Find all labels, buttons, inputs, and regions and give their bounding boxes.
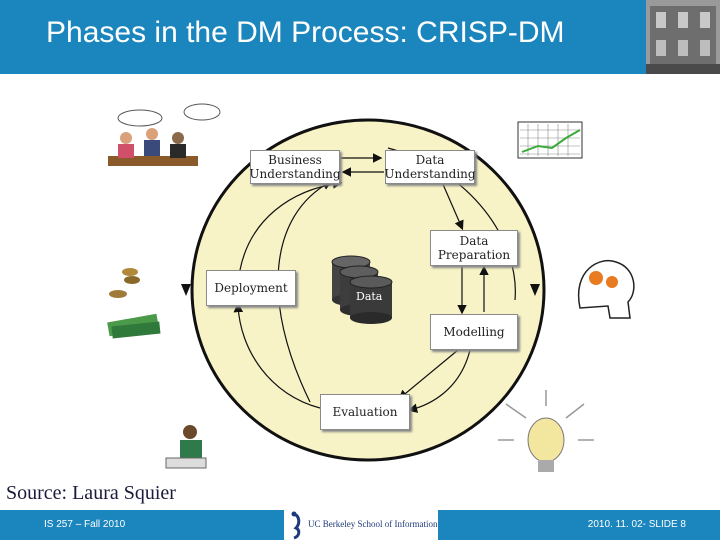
inner-cycle-arc-left bbox=[233, 302, 321, 409]
phase-label: Evaluation bbox=[332, 405, 398, 419]
phase-data-understanding: Data Understanding bbox=[384, 150, 476, 184]
inner-cycle-arc-right bbox=[407, 349, 471, 413]
logo-text: UC Berkeley School of Information bbox=[308, 519, 438, 529]
footer-bar: IS 257 – Fall 2010 UC Berkeley School of… bbox=[0, 510, 720, 540]
ucb-logo: UC Berkeley School of Information bbox=[284, 510, 438, 540]
person-writing-icon bbox=[165, 425, 207, 469]
chart-icon bbox=[517, 121, 583, 159]
crisp-dm-diagram bbox=[107, 103, 635, 472]
phase-data-preparation: Data Preparation bbox=[430, 230, 518, 266]
course-label: IS 257 – Fall 2010 bbox=[44, 519, 126, 530]
lightbulb-icon bbox=[498, 390, 594, 472]
phase-label: Business bbox=[268, 153, 322, 167]
phase-label: Understanding bbox=[384, 167, 476, 181]
slide-title: Phases in the DM Process: CRISP-DM bbox=[46, 16, 565, 49]
database-icon bbox=[331, 255, 393, 324]
phase-deployment: Deployment bbox=[206, 270, 296, 306]
phase-evaluation: Evaluation bbox=[320, 394, 410, 430]
phase-label: Deployment bbox=[214, 281, 288, 295]
source-caption: Source: Laura Squier bbox=[6, 482, 176, 504]
money-bills-icon bbox=[107, 313, 161, 339]
phase-business-understanding: Business Understanding bbox=[249, 150, 341, 184]
ucb-logo-icon bbox=[291, 511, 301, 540]
database-label: Data bbox=[356, 290, 383, 303]
building-photo bbox=[646, 0, 720, 74]
phase-label: Data bbox=[415, 153, 445, 167]
phase-label: Understanding bbox=[249, 167, 341, 181]
meeting-people-icon bbox=[108, 103, 221, 166]
coins-icon bbox=[109, 268, 140, 298]
head-gears-icon bbox=[577, 260, 635, 319]
slide-number: 2010. 11. 02- SLIDE 8 bbox=[587, 519, 686, 530]
phase-label: Data bbox=[459, 234, 489, 248]
header-bar: Phases in the DM Process: CRISP-DM bbox=[0, 0, 720, 74]
phase-label: Modelling bbox=[443, 325, 505, 339]
phase-label: Preparation bbox=[437, 248, 511, 262]
phase-modelling: Modelling bbox=[430, 314, 518, 350]
